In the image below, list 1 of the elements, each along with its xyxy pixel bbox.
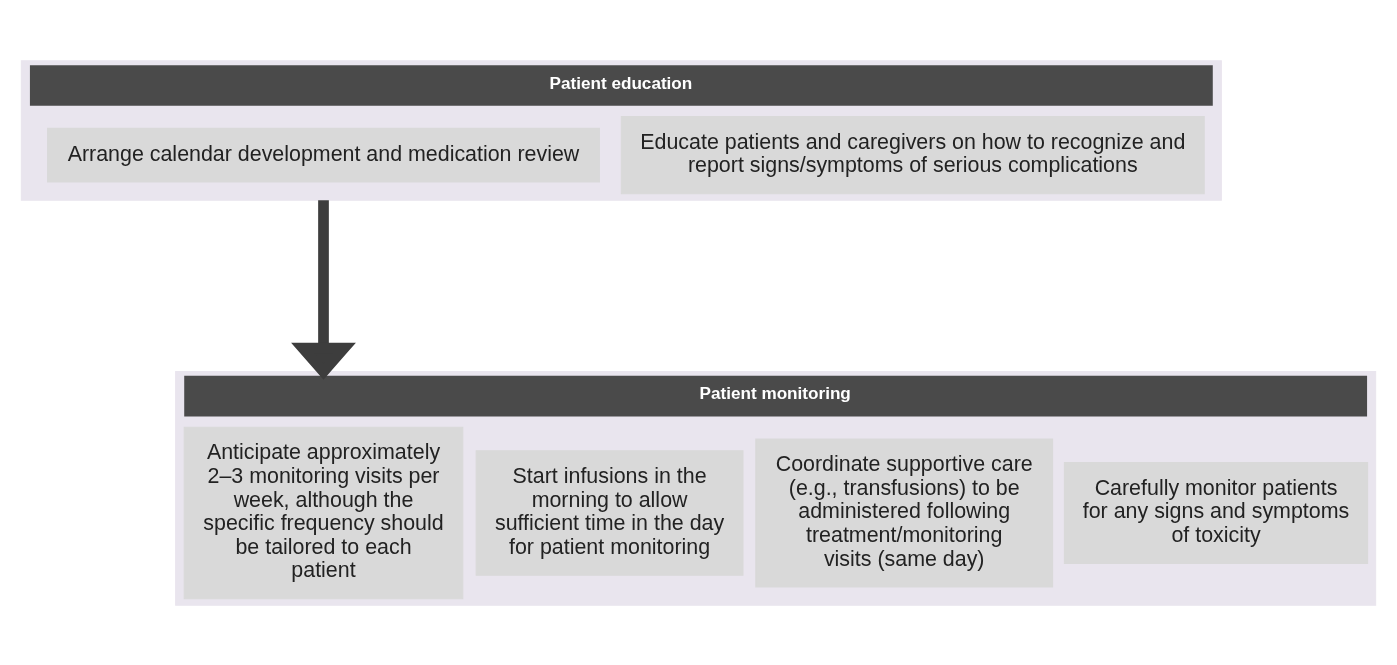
arrow bbox=[291, 199, 356, 380]
